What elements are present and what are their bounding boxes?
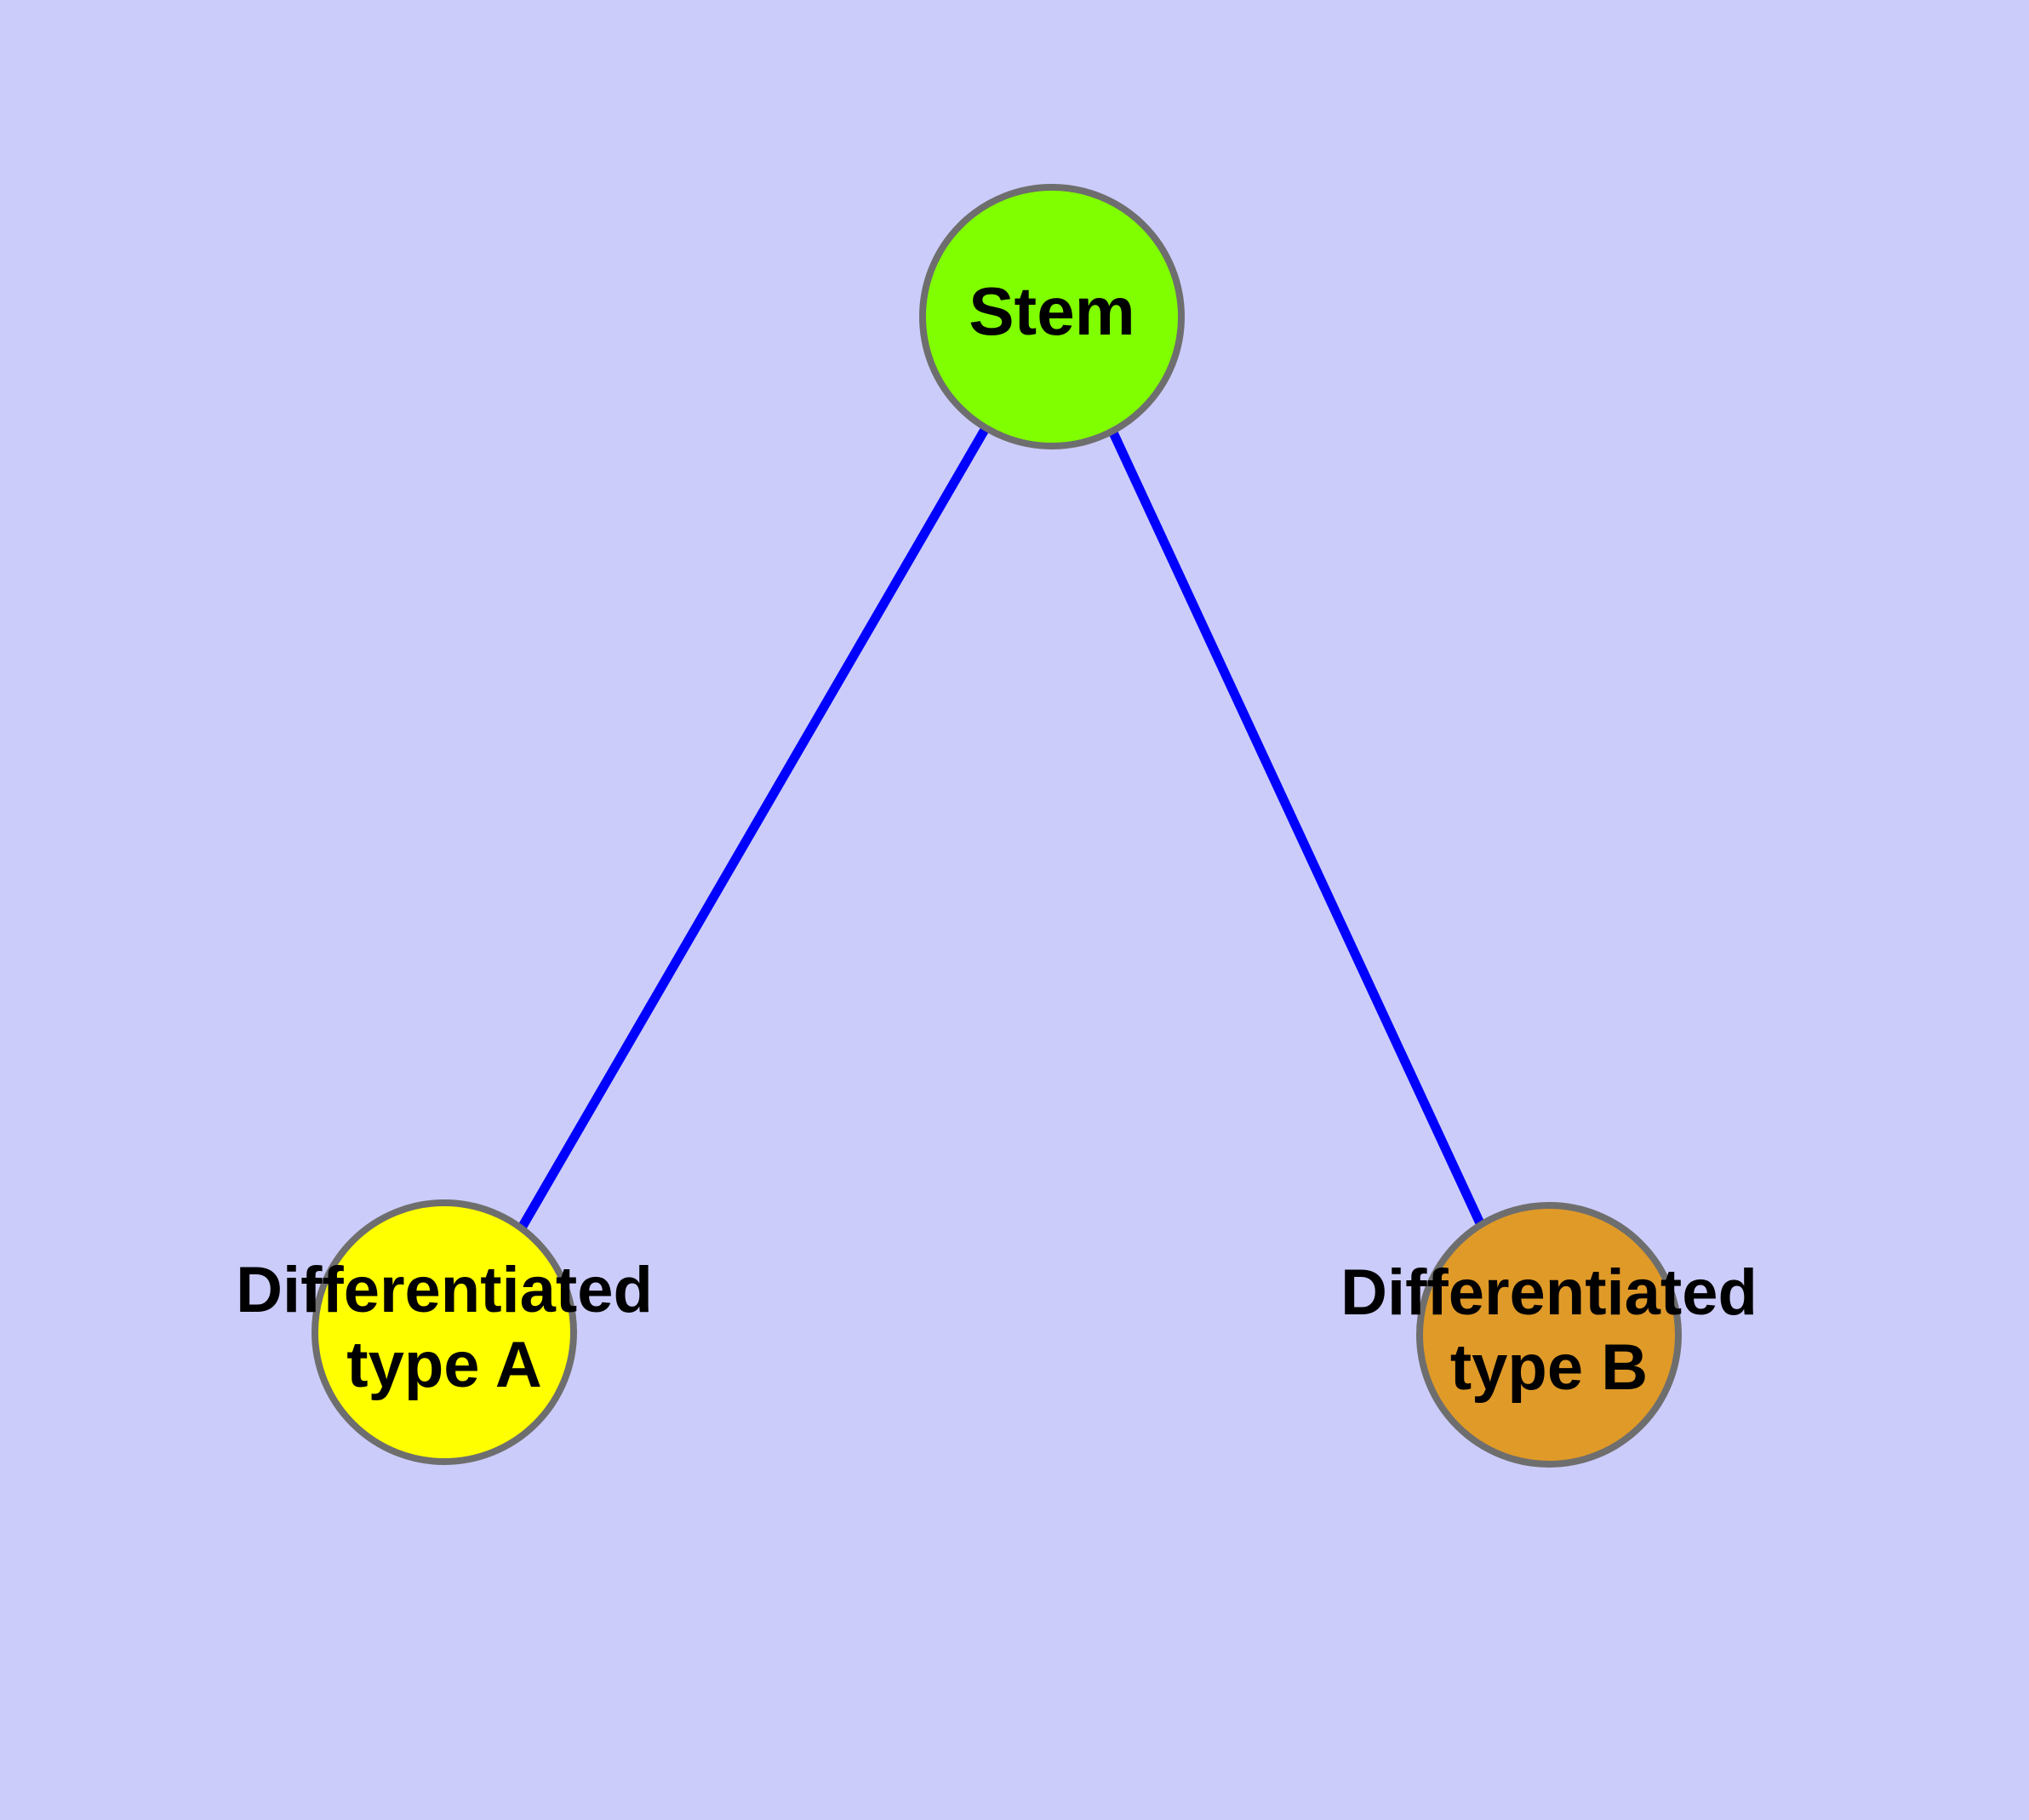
node-label-line: Differentiated [236, 1254, 653, 1326]
edge-stem-to-diff_b[interactable] [1108, 428, 1484, 1226]
node-diff_b[interactable] [1416, 1202, 1682, 1468]
edges-layer [517, 426, 1484, 1232]
node-label-line: Stem [969, 273, 1135, 349]
node-diff_a[interactable] [311, 1199, 577, 1465]
node-label-line: type B [1450, 1331, 1648, 1404]
node-label-stem: Stem [969, 273, 1135, 349]
node-stem[interactable] [919, 184, 1185, 449]
node-label-line: type A [346, 1329, 541, 1401]
edge-stem-to-diff_a[interactable] [517, 426, 990, 1232]
nodes-layer [311, 184, 1682, 1468]
node-label-line: Differentiated [1340, 1256, 1758, 1329]
